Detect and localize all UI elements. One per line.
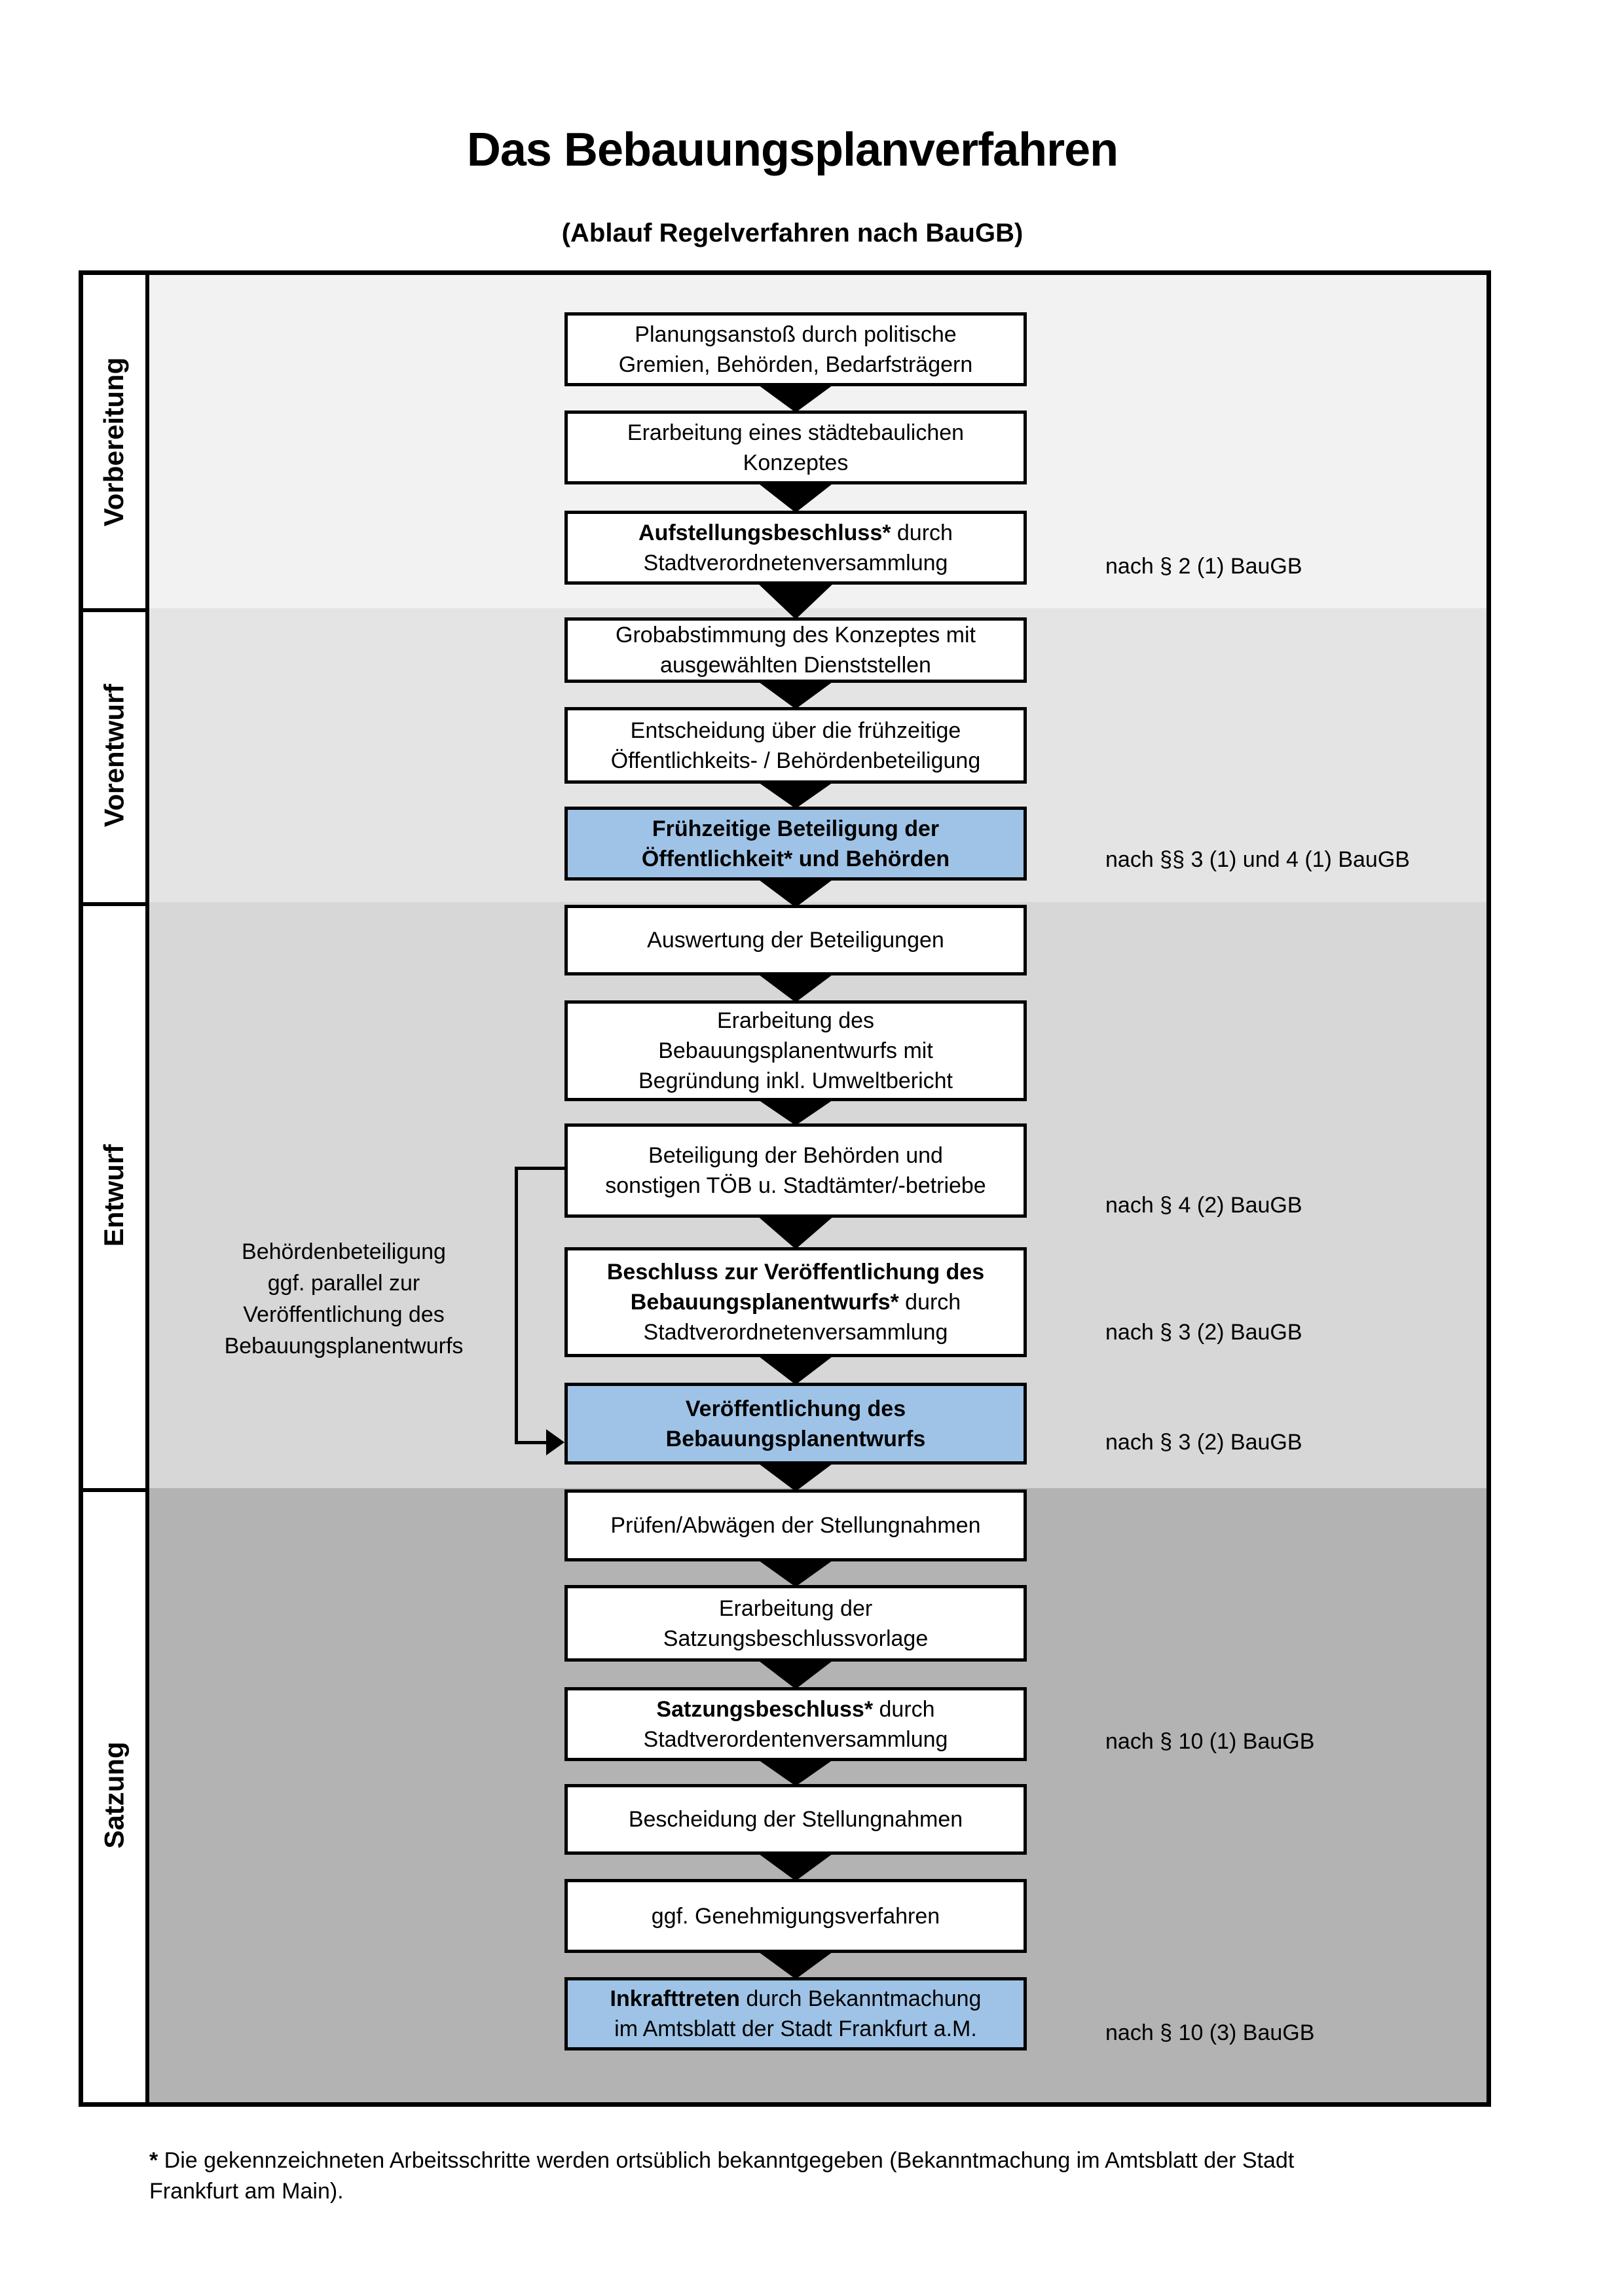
down-arrow-icon: [756, 973, 835, 1002]
down-arrow-icon: [756, 781, 835, 809]
section-divider: [83, 1488, 145, 1492]
page-subtitle: (Ablauf Regelverfahren nach BauGB): [561, 219, 1024, 247]
sidebar-label-vorentwurf: Vorentwurf: [83, 608, 145, 902]
legal-annotation: nach § 3 (2) BauGB: [1105, 1320, 1302, 1345]
flow-box-line: Konzeptes: [743, 450, 849, 475]
side-note-line: Veröffentlichung des: [243, 1302, 445, 1327]
flow-box-line: Frühzeitige Beteiligung der: [652, 816, 940, 841]
flow-box-highlighted: Inkrafttreten durch Bekanntmachung im Am…: [564, 1977, 1027, 2050]
flow-box-line: Entscheidung über die frühzeitige: [630, 718, 961, 743]
flow-box-line: Öffentlichkeit* und Behörden: [641, 846, 950, 871]
footnote-marker: *: [149, 2148, 158, 2173]
down-arrow-icon: [756, 482, 835, 513]
flow-box-line: Bebauungsplanentwurfs: [665, 1426, 926, 1451]
connector-line: [515, 1167, 564, 1170]
sidebar-label-text: Vorbereitung: [98, 357, 130, 526]
flow-box-line: Erarbeitung des: [716, 1008, 875, 1033]
down-arrow-icon: [756, 680, 835, 709]
flow-box: Aufstellungsbeschluss* durch Stadtverord…: [564, 511, 1027, 585]
flow-box: Beteiligung der Behörden und sonstigen T…: [564, 1123, 1027, 1218]
connector-right-arrow-icon: [546, 1429, 564, 1455]
down-arrow-icon: [756, 582, 835, 619]
side-note: Behördenbeteiligung ggf. parallel zur Ve…: [190, 1236, 498, 1362]
flow-box-line: Stadtverordentenversammlung: [643, 1726, 948, 1752]
footnote-line: Frankfurt am Main).: [149, 2179, 344, 2204]
flow-box-line: Erarbeitung eines städtebaulichen: [627, 420, 965, 445]
footnote: * Die gekennzeichneten Arbeitsschritte w…: [149, 2145, 1531, 2207]
flow-box-line: Veröffentlichung des: [685, 1396, 906, 1421]
side-note-line: Bebauungsplanentwurfs: [224, 1334, 464, 1358]
flow-box-line: sonstigen TÖB u. Stadtämter/-betriebe: [605, 1173, 986, 1198]
flow-box: Bescheidung der Stellungnahmen: [564, 1784, 1027, 1855]
flow-box: Erarbeitung des Bebauungsplanentwurfs mi…: [564, 1000, 1027, 1101]
flow-box-line: Begründung inkl. Umweltbericht: [638, 1068, 953, 1093]
section-divider: [83, 608, 145, 612]
flow-box-line: Grobabstimmung des Konzeptes mit: [616, 623, 976, 647]
flow-box: Auswertung der Beteiligungen: [564, 905, 1027, 975]
section-divider: [83, 902, 145, 906]
flow-box-line: Stadtverordnetenversammlung: [643, 1320, 948, 1345]
flow-box-line: Beteiligung der Behörden und: [648, 1143, 943, 1168]
down-arrow-icon: [756, 1215, 835, 1249]
flow-box: Beschluss zur Veröffentlichung des Bebau…: [564, 1247, 1027, 1357]
flow-box-line: ggf. Genehmigungsverfahren: [651, 1903, 940, 1929]
flow-box-line: Bebauungsplanentwurfs* durch: [630, 1290, 961, 1315]
flow-box-line: ausgewählten Dienststellen: [660, 653, 931, 678]
legal-annotation: nach § 2 (1) BauGB: [1105, 554, 1302, 579]
flow-box-line: Aufstellungsbeschluss* durch: [638, 520, 953, 545]
flow-box-highlighted: Veröffentlichung des Bebauungsplanentwur…: [564, 1383, 1027, 1465]
flow-box-line: Inkrafttreten durch Bekanntmachung: [610, 1986, 982, 2011]
flow-box: Erarbeitung eines städtebaulichen Konzep…: [564, 410, 1027, 484]
down-arrow-icon: [756, 1559, 835, 1587]
flow-box: Entscheidung über die frühzeitige Öffent…: [564, 707, 1027, 784]
flow-box-line: Stadtverordnetenversammlung: [643, 550, 948, 575]
flow-box: Satzungsbeschluss* durch Stadtverordente…: [564, 1687, 1027, 1761]
sidebar-label-text: Satzung: [98, 1741, 130, 1849]
sidebar-divider: [145, 275, 149, 2102]
down-arrow-icon: [756, 1462, 835, 1491]
sidebar-label-text: Entwurf: [98, 1144, 130, 1247]
flow-box-line: Erarbeitung der: [718, 1595, 873, 1621]
page-title: Das Bebauungsplanverfahren: [466, 124, 1118, 176]
legal-annotation: nach § 10 (3) BauGB: [1105, 2020, 1315, 2045]
legal-annotation: nach § 4 (2) BauGB: [1105, 1193, 1302, 1218]
flow-box: Prüfen/Abwägen der Stellungnahmen: [564, 1489, 1027, 1561]
sidebar-label-text: Vorentwurf: [98, 683, 130, 827]
sidebar-label-vorbereitung: Vorbereitung: [83, 275, 145, 608]
connector-line: [515, 1167, 518, 1444]
flow-box: ggf. Genehmigungsverfahren: [564, 1879, 1027, 1953]
flow-box-line: Öffentlichkeits- / Behördenbeteiligung: [610, 748, 981, 773]
down-arrow-icon: [756, 1758, 835, 1786]
flow-box-line: Prüfen/Abwägen der Stellungnahmen: [610, 1513, 981, 1538]
down-arrow-icon: [756, 1852, 835, 1881]
sidebar-label-satzung: Satzung: [83, 1488, 145, 2102]
flow-box-line: Auswertung der Beteiligungen: [647, 928, 944, 953]
down-arrow-icon: [756, 878, 835, 907]
down-arrow-icon: [756, 1099, 835, 1125]
flow-box-line: Bebauungsplanentwurfs mit: [658, 1038, 933, 1063]
down-arrow-icon: [756, 384, 835, 412]
side-note-line: Behördenbeteiligung: [242, 1239, 446, 1264]
flow-box: Erarbeitung der Satzungsbeschlussvorlage: [564, 1585, 1027, 1662]
side-note-line: ggf. parallel zur: [267, 1271, 420, 1296]
legal-annotation: nach § 3 (2) BauGB: [1105, 1430, 1302, 1455]
down-arrow-icon: [756, 1950, 835, 1979]
sidebar-label-entwurf: Entwurf: [83, 902, 145, 1488]
down-arrow-icon: [756, 1355, 835, 1385]
footnote-line: * Die gekennzeichneten Arbeitsschritte w…: [149, 2148, 1295, 2173]
flow-box-line: Planungsanstoß durch politische: [635, 321, 957, 347]
flow-box-line: Satzungsbeschlussvorlage: [663, 1626, 929, 1651]
down-arrow-icon: [756, 1659, 835, 1689]
flow-box-line: Gremien, Behörden, Bedarfsträgern: [618, 352, 973, 377]
flow-box-line: Bescheidung der Stellungnahmen: [628, 1807, 963, 1832]
legal-annotation: nach § 10 (1) BauGB: [1105, 1729, 1315, 1754]
flow-box-line: im Amtsblatt der Stadt Frankfurt a.M.: [614, 2016, 977, 2041]
flow-box-line: Satzungsbeschluss* durch: [656, 1696, 935, 1722]
flow-box: Planungsanstoß durch politische Gremien,…: [564, 312, 1027, 386]
connector-line: [515, 1441, 547, 1444]
flow-box-highlighted: Frühzeitige Beteiligung der Öffentlichke…: [564, 807, 1027, 881]
flow-box-line: Beschluss zur Veröffentlichung des: [606, 1260, 985, 1285]
legal-annotation: nach §§ 3 (1) und 4 (1) BauGB: [1105, 847, 1410, 872]
flow-box: Grobabstimmung des Konzeptes mit ausgewä…: [564, 617, 1027, 683]
